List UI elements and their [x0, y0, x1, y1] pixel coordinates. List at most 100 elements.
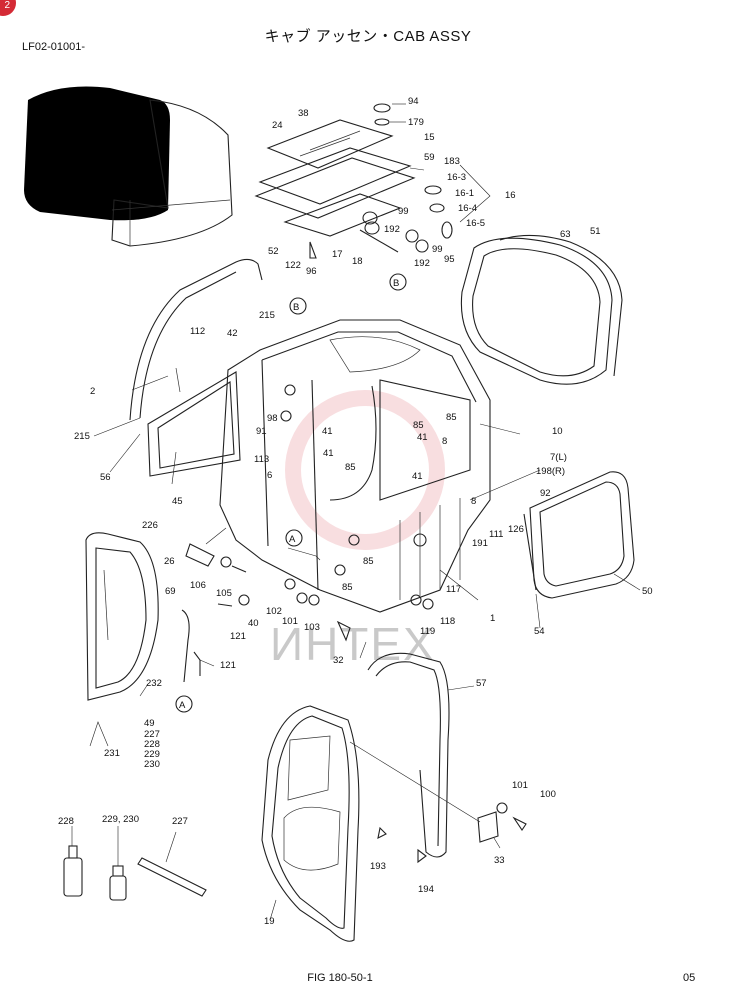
- label-101-b: 101: [512, 780, 528, 791]
- door-weather-seal: [367, 652, 450, 858]
- label-50: 50: [642, 586, 653, 597]
- callout-circle-b-2: [389, 273, 407, 291]
- label-33: 33: [494, 855, 505, 866]
- label-10: 10: [552, 426, 563, 437]
- label-215-b: 215: [74, 431, 90, 442]
- label-92: 92: [540, 488, 551, 499]
- label-192-b: 192: [414, 258, 430, 269]
- label-111: 111: [489, 529, 503, 540]
- label-191: 191: [472, 538, 488, 549]
- label-227-b: 227: [172, 816, 188, 827]
- label-230-a: 230: [144, 759, 160, 770]
- callout-b-1: B: [293, 302, 299, 313]
- label-45: 45: [172, 496, 183, 507]
- label-119: 119: [420, 626, 435, 637]
- label-215-a: 215: [259, 310, 275, 321]
- label-59: 59: [424, 152, 435, 163]
- label-232: 232: [146, 678, 162, 689]
- label-41-d: 41: [412, 471, 423, 482]
- callout-circle-a-2: [175, 695, 193, 713]
- label-51: 51: [590, 226, 601, 237]
- label-52: 52: [268, 246, 279, 257]
- label-19: 19: [264, 916, 275, 927]
- label-103: 103: [304, 622, 320, 633]
- label-42: 42: [227, 328, 238, 339]
- callout-circle-a-1: [285, 529, 303, 547]
- label-8-a: 8: [442, 436, 447, 447]
- label-18: 18: [352, 256, 363, 267]
- label-57: 57: [476, 678, 487, 689]
- label-229-230: 229, 230: [102, 814, 139, 825]
- label-117: 117: [446, 584, 461, 595]
- leader-lines: [71, 103, 641, 921]
- label-15: 15: [424, 132, 435, 143]
- part-labels: 94 179 38 24 15 59 183 16-3 16-1 16 16-4…: [58, 96, 653, 927]
- label-54: 54: [534, 626, 545, 637]
- door-hinge: [377, 802, 527, 864]
- label-1: 1: [490, 613, 495, 624]
- callout-circle-b-1: [289, 297, 307, 315]
- label-179: 179: [408, 117, 424, 128]
- label-63: 63: [560, 229, 571, 240]
- label-122: 122: [285, 260, 301, 271]
- left-door-frame: [129, 258, 263, 477]
- page-number: 05: [683, 972, 696, 984]
- cab-overview-icon: [24, 86, 233, 247]
- label-17: 17: [332, 249, 343, 260]
- callout-a-2: A: [179, 700, 186, 711]
- corner-page-mark: 2: [0, 0, 16, 16]
- label-121-b: 121: [220, 660, 236, 671]
- label-49: 49: [144, 718, 155, 729]
- part-code: LF02-01001-: [22, 41, 85, 53]
- label-41-a: 41: [322, 426, 333, 437]
- label-198r: 198(R): [536, 466, 565, 477]
- sealant-tube: [63, 845, 83, 897]
- label-32: 32: [333, 655, 344, 666]
- label-2: 2: [90, 386, 95, 397]
- label-16-3: 16-3: [447, 172, 466, 183]
- roof-hatch-assembly: [254, 119, 416, 237]
- label-95: 95: [444, 254, 455, 265]
- label-94: 94: [408, 96, 419, 107]
- applicator-strip: [137, 857, 207, 897]
- front-window: [523, 471, 635, 599]
- label-16-4: 16-4: [458, 203, 477, 214]
- label-16: 16: [505, 190, 516, 201]
- label-112: 112: [190, 326, 205, 337]
- label-228-a: 228: [144, 739, 160, 750]
- label-113: 113: [254, 454, 269, 465]
- label-101-a: 101: [282, 616, 298, 627]
- primer-bottle: [109, 865, 127, 901]
- label-85-d: 85: [363, 556, 374, 567]
- hardware-left: [181, 543, 434, 683]
- figure-number: FIG 180-50-1: [307, 972, 373, 984]
- label-7l: 7(L): [550, 452, 567, 463]
- label-106: 106: [190, 580, 206, 591]
- label-6: 6: [267, 470, 272, 481]
- callout-a-1: A: [289, 534, 296, 545]
- label-98: 98: [267, 413, 278, 424]
- page-title: キャブ アッセン・CAB ASSY: [264, 28, 472, 45]
- label-16-1: 16-1: [455, 188, 474, 199]
- label-118: 118: [440, 616, 455, 627]
- label-227-a: 227: [144, 729, 160, 740]
- watermark-emblem: [285, 390, 445, 550]
- cab-door: [261, 705, 360, 942]
- label-96: 96: [306, 266, 317, 277]
- lower-window-left: [85, 532, 159, 701]
- callout-b-2: B: [393, 278, 399, 289]
- label-56: 56: [100, 472, 111, 483]
- label-193: 193: [370, 861, 386, 872]
- label-16-5: 16-5: [466, 218, 485, 229]
- label-85-c: 85: [345, 462, 356, 473]
- label-91: 91: [256, 426, 267, 437]
- label-192-a: 192: [384, 224, 400, 235]
- label-102: 102: [266, 606, 282, 617]
- label-183: 183: [444, 156, 460, 167]
- label-69: 69: [165, 586, 176, 597]
- label-126: 126: [508, 524, 524, 535]
- fastener-stack-right: [309, 103, 453, 259]
- label-41-b: 41: [417, 432, 428, 443]
- label-41-c: 41: [323, 448, 334, 459]
